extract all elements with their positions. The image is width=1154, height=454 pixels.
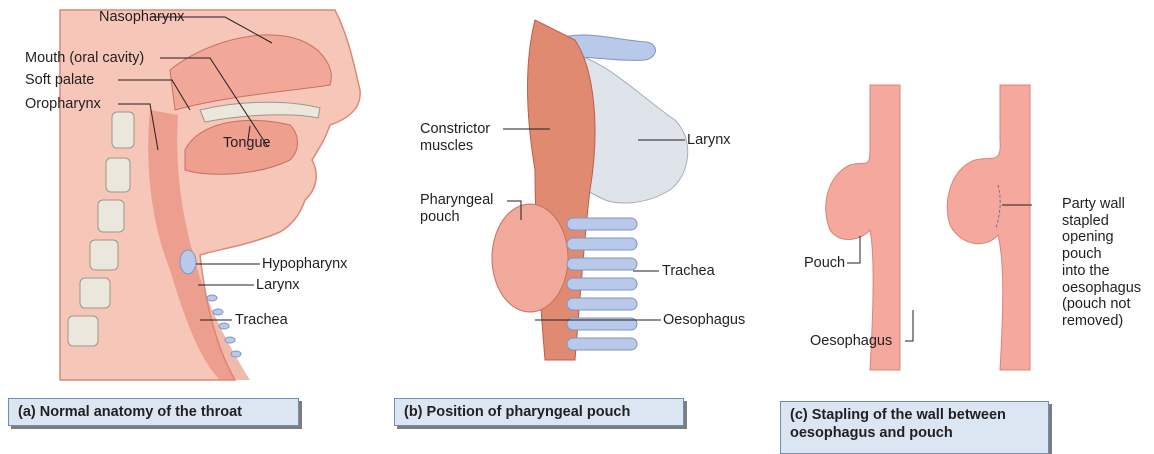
label-tongue: Tongue	[223, 135, 271, 152]
label-pouch: Pouch	[804, 255, 845, 272]
caption-a: (a) Normal anatomy of the throat	[8, 398, 299, 426]
label-nasopharynx: Nasopharynx	[99, 9, 184, 26]
caption-text-a: (a) Normal anatomy of the throat	[18, 404, 242, 420]
larynx-cartilage	[180, 250, 196, 274]
panel-normal-anatomy: Nasopharynx Mouth (oral cavity) Soft pal…	[0, 0, 385, 454]
pharyngeal-pouch	[492, 204, 568, 312]
pharyngeal-pouch-illustration	[385, 0, 770, 454]
label-mouth: Mouth (oral cavity)	[25, 50, 144, 67]
caption-c: (c) Stapling of the wall between oesopha…	[780, 401, 1049, 454]
label-larynx-b: Larynx	[687, 132, 731, 149]
label-trachea-b: Trachea	[662, 263, 715, 280]
label-oesophagus-b: Oesophagus	[663, 312, 745, 329]
label-oropharynx: Oropharynx	[25, 96, 101, 113]
label-hypopharynx: Hypopharynx	[262, 256, 347, 273]
panel-pharyngeal-pouch: Constrictor muscles Larynx Pharyngeal po…	[385, 0, 770, 454]
panel-stapling: Pouch Oesophagus Party wall stapled open…	[770, 0, 1154, 454]
caption-b: (b) Position of pharyngeal pouch	[394, 398, 684, 426]
label-constrictor-muscles: Constrictor muscles	[420, 121, 490, 155]
label-party-wall: Party wall stapled opening pouch into th…	[1062, 196, 1141, 330]
trachea-rings-b	[567, 218, 637, 350]
throat-anatomy-illustration	[0, 0, 385, 454]
caption-text-b: (b) Position of pharyngeal pouch	[404, 404, 630, 420]
caption-text-c: (c) Stapling of the wall between oesopha…	[790, 407, 1006, 441]
label-oesophagus-c: Oesophagus	[810, 333, 892, 350]
oesophagus-left	[826, 85, 900, 370]
oesophagus-right	[947, 85, 1030, 370]
label-trachea-a: Trachea	[235, 312, 288, 329]
label-larynx-a: Larynx	[256, 277, 300, 294]
label-soft-palate: Soft palate	[25, 72, 94, 89]
label-pharyngeal-pouch: Pharyngeal pouch	[420, 192, 493, 226]
